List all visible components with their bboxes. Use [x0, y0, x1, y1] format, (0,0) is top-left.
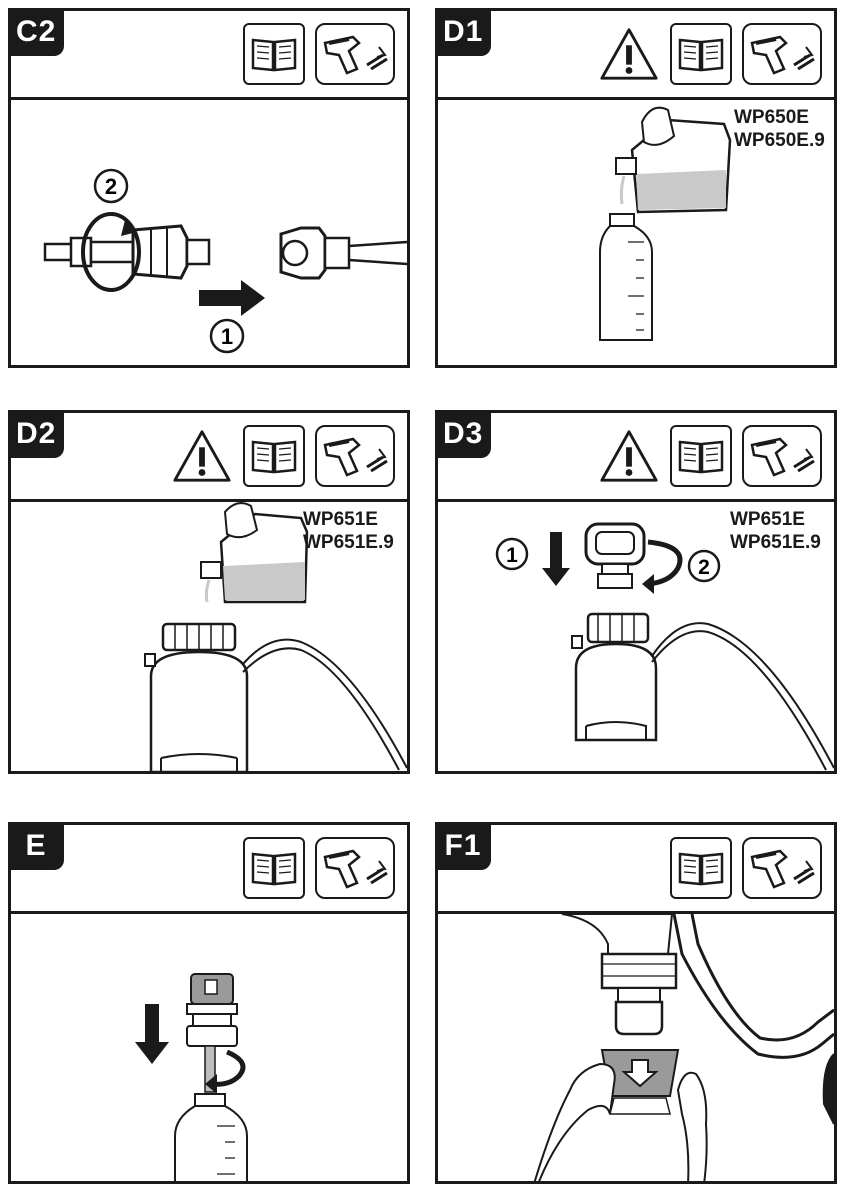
open-book-icon [243, 425, 305, 487]
push-down-arrow-icon [135, 1004, 169, 1064]
rotate-arrow-icon [642, 539, 683, 594]
symbol-row [243, 837, 395, 899]
panel-c2: C2 [8, 8, 410, 368]
symbol-row [598, 425, 822, 487]
panel-label: D1 [435, 8, 492, 56]
nozzle-connector [186, 973, 238, 1093]
panel-e: E [8, 822, 410, 1184]
spray-gun-icon [315, 837, 395, 899]
foam-tank [571, 612, 834, 771]
step-number: 2 [105, 174, 117, 199]
model-list: WP651E WP651E.9 [730, 508, 821, 554]
hands [533, 1062, 708, 1181]
panel-illustration: WP651E WP651E.9 [11, 502, 407, 771]
foam-nozzle-accessory [600, 1049, 680, 1097]
rotate-arrow-icon [81, 212, 141, 292]
step-number: 1 [506, 544, 518, 567]
panel-header: D3 [435, 410, 834, 502]
spray-gun-icon [315, 23, 395, 85]
spray-lance-tip [279, 226, 407, 280]
panel-header: D2 [8, 410, 407, 502]
symbol-row [243, 23, 395, 85]
symbol-row [670, 837, 822, 899]
model-name: WP651E.9 [730, 532, 821, 553]
tank-cap [584, 522, 646, 589]
open-book-icon [670, 23, 732, 85]
panel-illustration [11, 914, 407, 1181]
detergent-canister [615, 106, 732, 214]
model-name: WP651E.9 [303, 532, 394, 553]
spray-gun-icon [742, 425, 822, 487]
model-name: WP650E [734, 107, 809, 128]
open-book-icon [243, 23, 305, 85]
spray-gun-front [561, 914, 834, 1125]
step-1-marker: 1 [209, 318, 245, 354]
panel-d3: D3 WP651E WP651E.9 1 [435, 410, 837, 774]
symbol-row [171, 425, 395, 487]
lance-adapter [43, 224, 211, 280]
warning-triangle-icon [171, 425, 233, 487]
step-number: 2 [698, 556, 710, 579]
panel-d1: D1 WP650E WP650E.9 [435, 8, 837, 368]
model-name: WP650E.9 [734, 130, 825, 151]
step-1-marker: 1 [495, 537, 529, 571]
open-book-icon [243, 837, 305, 899]
detergent-canister [200, 502, 309, 604]
panel-label: F1 [435, 822, 491, 870]
panel-header: C2 [8, 8, 407, 100]
rotate-arrow-icon [205, 1049, 246, 1094]
panel-label: D2 [8, 410, 65, 458]
open-book-icon [670, 837, 732, 899]
foam-tank [144, 622, 407, 771]
spray-gun-icon [742, 23, 822, 85]
model-name: WP651E [730, 509, 805, 530]
open-book-icon [670, 425, 732, 487]
step-number: 1 [221, 324, 233, 349]
warning-triangle-icon [598, 425, 660, 487]
step-2-marker: 2 [93, 168, 129, 204]
push-arrow-icon [199, 280, 265, 316]
panel-header: F1 [435, 822, 834, 914]
detergent-bottle [174, 1093, 248, 1181]
spray-gun-icon [315, 425, 395, 487]
model-name: WP651E [303, 509, 378, 530]
panel-illustration: WP651E WP651E.9 1 2 [438, 502, 834, 771]
warning-triangle-icon [598, 23, 660, 85]
model-list: WP651E WP651E.9 [303, 508, 394, 554]
panel-d2: D2 WP651E WP651E.9 [8, 410, 410, 774]
panel-header: E [8, 822, 407, 914]
panel-illustration [438, 914, 834, 1181]
step-2-marker: 2 [687, 549, 721, 583]
panel-label: D3 [435, 410, 492, 458]
panel-f1: F1 [435, 822, 837, 1184]
spray-gun-icon [742, 837, 822, 899]
panel-label: C2 [8, 8, 65, 56]
panel-label: E [8, 822, 64, 870]
panel-illustration: WP650E WP650E.9 [438, 100, 834, 365]
panel-illustration: 2 1 [11, 100, 407, 365]
detergent-bottle [599, 213, 653, 341]
push-down-arrow-icon [542, 532, 570, 586]
symbol-row [598, 23, 822, 85]
model-list: WP650E WP650E.9 [734, 106, 825, 152]
panel-header: D1 [435, 8, 834, 100]
